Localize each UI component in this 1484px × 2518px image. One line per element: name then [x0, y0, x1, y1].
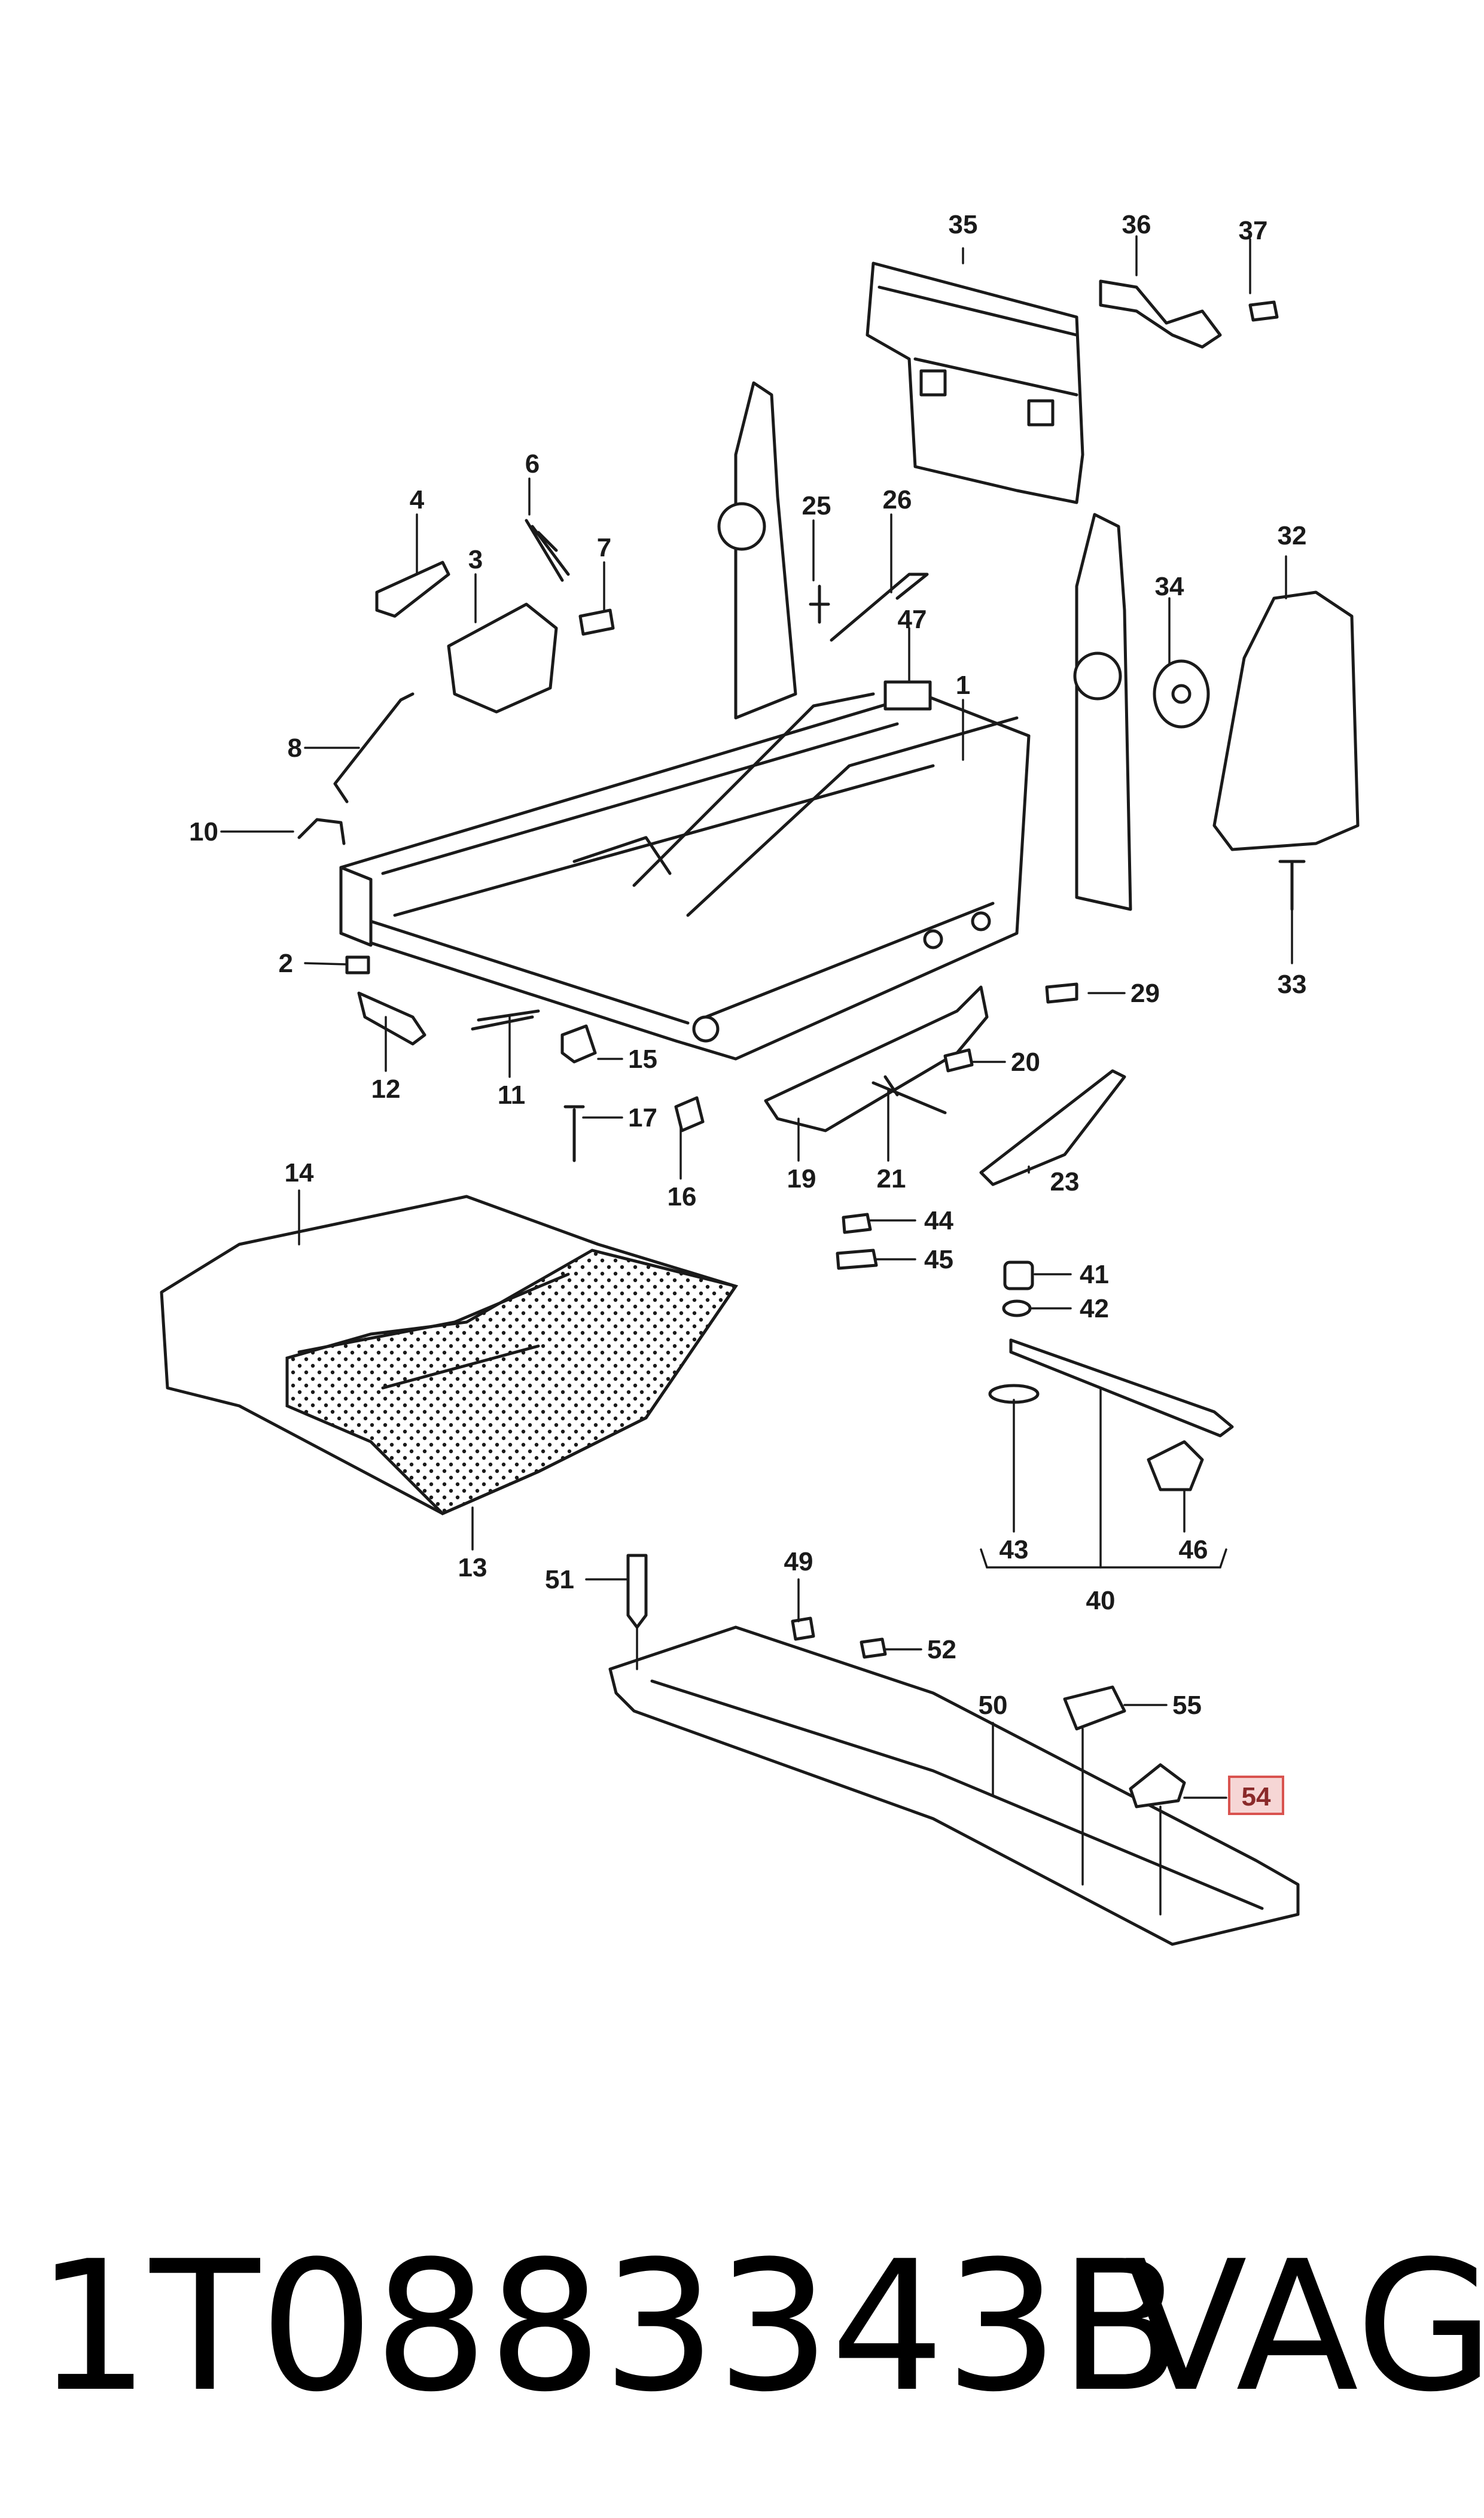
label-47-part [883, 680, 932, 711]
pin-21-part [871, 1075, 947, 1115]
callout-37: 37 [1239, 216, 1268, 245]
callout-36: 36 [1122, 210, 1151, 239]
highlighted-callout-54[interactable]: 54 [1228, 1776, 1284, 1815]
nut-41-part [1003, 1260, 1034, 1290]
tube-12-part [357, 991, 426, 1046]
callout-20: 20 [1011, 1048, 1040, 1077]
callout-4: 4 [410, 485, 425, 514]
callout-labels: 35 36 37 4 6 3 7 25 26 47 1 32 34 8 10 2… [189, 210, 1306, 1720]
callout-19: 19 [787, 1164, 816, 1193]
frame-55-part [1063, 1685, 1126, 1731]
rod-40-part [1009, 1338, 1234, 1438]
cap-54-part [1129, 1763, 1186, 1808]
part-number-text: 1T0883343B [36, 2222, 1183, 2431]
leader-lines [220, 235, 1293, 1916]
cap-16-part [674, 1096, 705, 1132]
latch-3-part [447, 602, 558, 714]
seat-frame-part [339, 381, 1132, 1061]
callout-25: 25 [802, 491, 831, 520]
callout-14: 14 [285, 1158, 314, 1188]
callout-51: 51 [545, 1565, 574, 1594]
callout-8: 8 [288, 733, 302, 763]
bolt-44-part [842, 1213, 872, 1234]
callout-26: 26 [883, 485, 912, 514]
callout-2: 2 [279, 949, 293, 978]
callout-50: 50 [979, 1691, 1008, 1720]
callout-3: 3 [468, 545, 483, 574]
clip-46-part [1147, 1440, 1204, 1491]
nut-49-part [791, 1616, 815, 1641]
rod-8-part [333, 692, 415, 803]
screw-37-part [1248, 300, 1279, 322]
bolt-7-part [578, 608, 615, 636]
callout-52: 52 [927, 1635, 956, 1664]
callout-17: 17 [628, 1103, 657, 1132]
callout-32: 32 [1278, 521, 1307, 550]
backrest-panel-part [866, 261, 1084, 504]
callout-54: 54 [1242, 1782, 1271, 1811]
callout-46: 46 [1179, 1535, 1208, 1564]
callout-11: 11 [498, 1080, 526, 1110]
callout-35: 35 [949, 210, 978, 239]
callout-41: 41 [1080, 1260, 1109, 1289]
callout-42: 42 [1080, 1294, 1109, 1323]
clip-25-part [809, 584, 830, 624]
rail-19-part [764, 985, 989, 1132]
cover-32-part [1212, 590, 1360, 851]
callout-6: 6 [525, 449, 540, 479]
callout-13: 13 [458, 1553, 487, 1582]
callout-10: 10 [189, 817, 218, 847]
bolt-29-part [1045, 982, 1078, 1004]
highlight-box [1228, 1776, 1284, 1815]
callout-29: 29 [1130, 979, 1160, 1008]
callout-15: 15 [628, 1045, 657, 1074]
cap-15-part [560, 1024, 597, 1064]
cap-2-part [345, 955, 370, 975]
bolt-20-part [943, 1048, 974, 1073]
tray-50-part [608, 1625, 1300, 1946]
callout-45: 45 [924, 1245, 953, 1274]
bolt-51-part [626, 1554, 648, 1629]
cable-part [1099, 279, 1222, 349]
clip-10-part [297, 818, 346, 845]
brand-text: VAG [1125, 2222, 1484, 2431]
callout-23: 23 [1050, 1167, 1080, 1196]
strap-23-part [979, 1069, 1126, 1186]
callout-40: 40 [1086, 1586, 1116, 1615]
callout-21: 21 [877, 1164, 906, 1193]
screw-33-part [1278, 860, 1306, 911]
rivet-17-part [563, 1105, 585, 1162]
callout-55: 55 [1172, 1691, 1202, 1720]
callout-7: 7 [597, 533, 611, 562]
callout-44: 44 [924, 1206, 953, 1235]
callout-16: 16 [668, 1182, 697, 1211]
bracket-4-part [375, 561, 450, 618]
callout-1: 1 [956, 671, 970, 700]
callout-34: 34 [1155, 572, 1184, 601]
callout-47: 47 [898, 605, 927, 634]
spring-11-part [471, 1009, 540, 1031]
bolt-45-part [836, 1249, 878, 1270]
washer-42-part [1002, 1299, 1032, 1317]
nut-52-part [860, 1637, 887, 1659]
callout-12: 12 [371, 1074, 401, 1104]
callout-43: 43 [1000, 1535, 1029, 1564]
cord-26-part [830, 573, 929, 642]
callout-49: 49 [784, 1547, 813, 1576]
spring-6-part [525, 519, 570, 582]
callout-33: 33 [1278, 970, 1307, 999]
